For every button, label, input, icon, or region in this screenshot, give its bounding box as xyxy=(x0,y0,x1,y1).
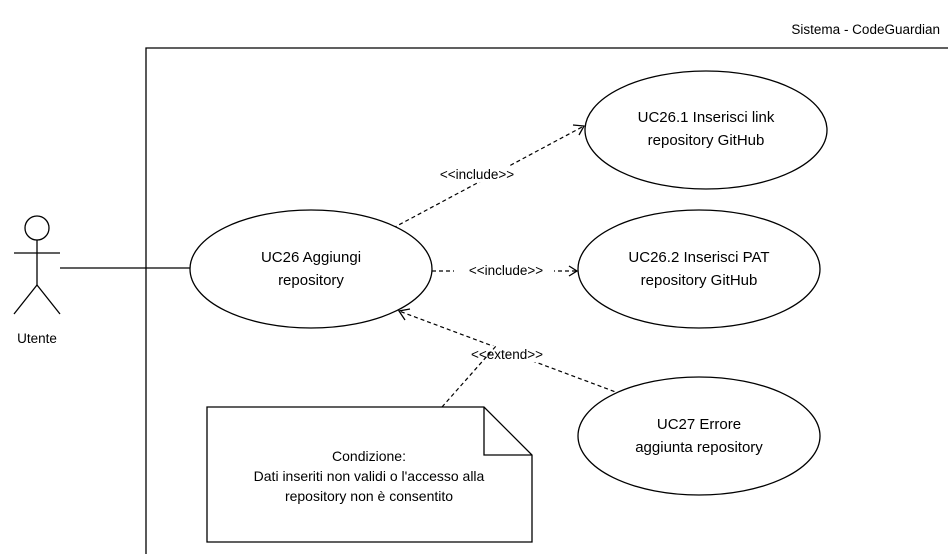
uc26-2-ellipse xyxy=(577,209,821,329)
include-1-label: <<include>> xyxy=(440,167,514,182)
system-title: Sistema - CodeGuardian xyxy=(791,22,940,37)
uc26-2-label-line1: UC26.2 Inserisci PAT xyxy=(628,249,769,266)
uc27-ellipse xyxy=(577,376,821,496)
condition-note: Condizione: Dati inseriti non validi o l… xyxy=(206,406,533,543)
use-case-uc26: UC26 Aggiungi repository xyxy=(189,209,433,329)
extend-label: <<extend>> xyxy=(471,347,543,362)
note-fold xyxy=(483,407,532,456)
include-2-label: <<include>> xyxy=(469,263,543,278)
use-case-uc26-1: UC26.1 Inserisci link repository GitHub xyxy=(584,70,828,190)
include-relation-1: <<include>> xyxy=(392,124,586,229)
actor-utente: Utente xyxy=(13,215,61,346)
use-case-uc26-2: UC26.2 Inserisci PAT repository GitHub xyxy=(577,209,821,329)
actor-name: Utente xyxy=(17,331,57,346)
use-case-uc27: UC27 Errore aggiunta repository xyxy=(577,376,821,496)
uc26-2-label-line2: repository GitHub xyxy=(641,272,758,289)
uc26-ellipse xyxy=(189,209,433,329)
note-line3: repository non è consentito xyxy=(285,488,453,504)
system-boundary xyxy=(145,47,948,554)
actor-head xyxy=(24,215,50,241)
include-2-arrowhead xyxy=(568,265,579,277)
uc26-label-line1: UC26 Aggiungi xyxy=(261,249,361,266)
extend-arrowhead xyxy=(397,308,411,321)
include-relation-2: <<include>> xyxy=(432,262,579,278)
note-line1: Condizione: xyxy=(332,448,406,464)
uc26-1-ellipse xyxy=(584,70,828,190)
extend-relation: <<extend>> xyxy=(397,308,622,395)
extend-line xyxy=(398,310,622,395)
actor-left-leg xyxy=(13,284,38,315)
note-body xyxy=(206,406,533,543)
uc27-label-line1: UC27 Errore xyxy=(657,416,741,433)
actor-right-leg xyxy=(36,284,61,315)
include-1-arrowhead xyxy=(572,124,586,136)
note-line2: Dati inseriti non validi o l'accesso all… xyxy=(254,468,485,484)
uc27-label-line2: aggiunta repository xyxy=(635,439,763,456)
uc26-1-label-line1: UC26.1 Inserisci link xyxy=(638,109,775,126)
uc26-label-line2: repository xyxy=(278,272,344,289)
uc26-1-label-line2: repository GitHub xyxy=(648,132,765,149)
